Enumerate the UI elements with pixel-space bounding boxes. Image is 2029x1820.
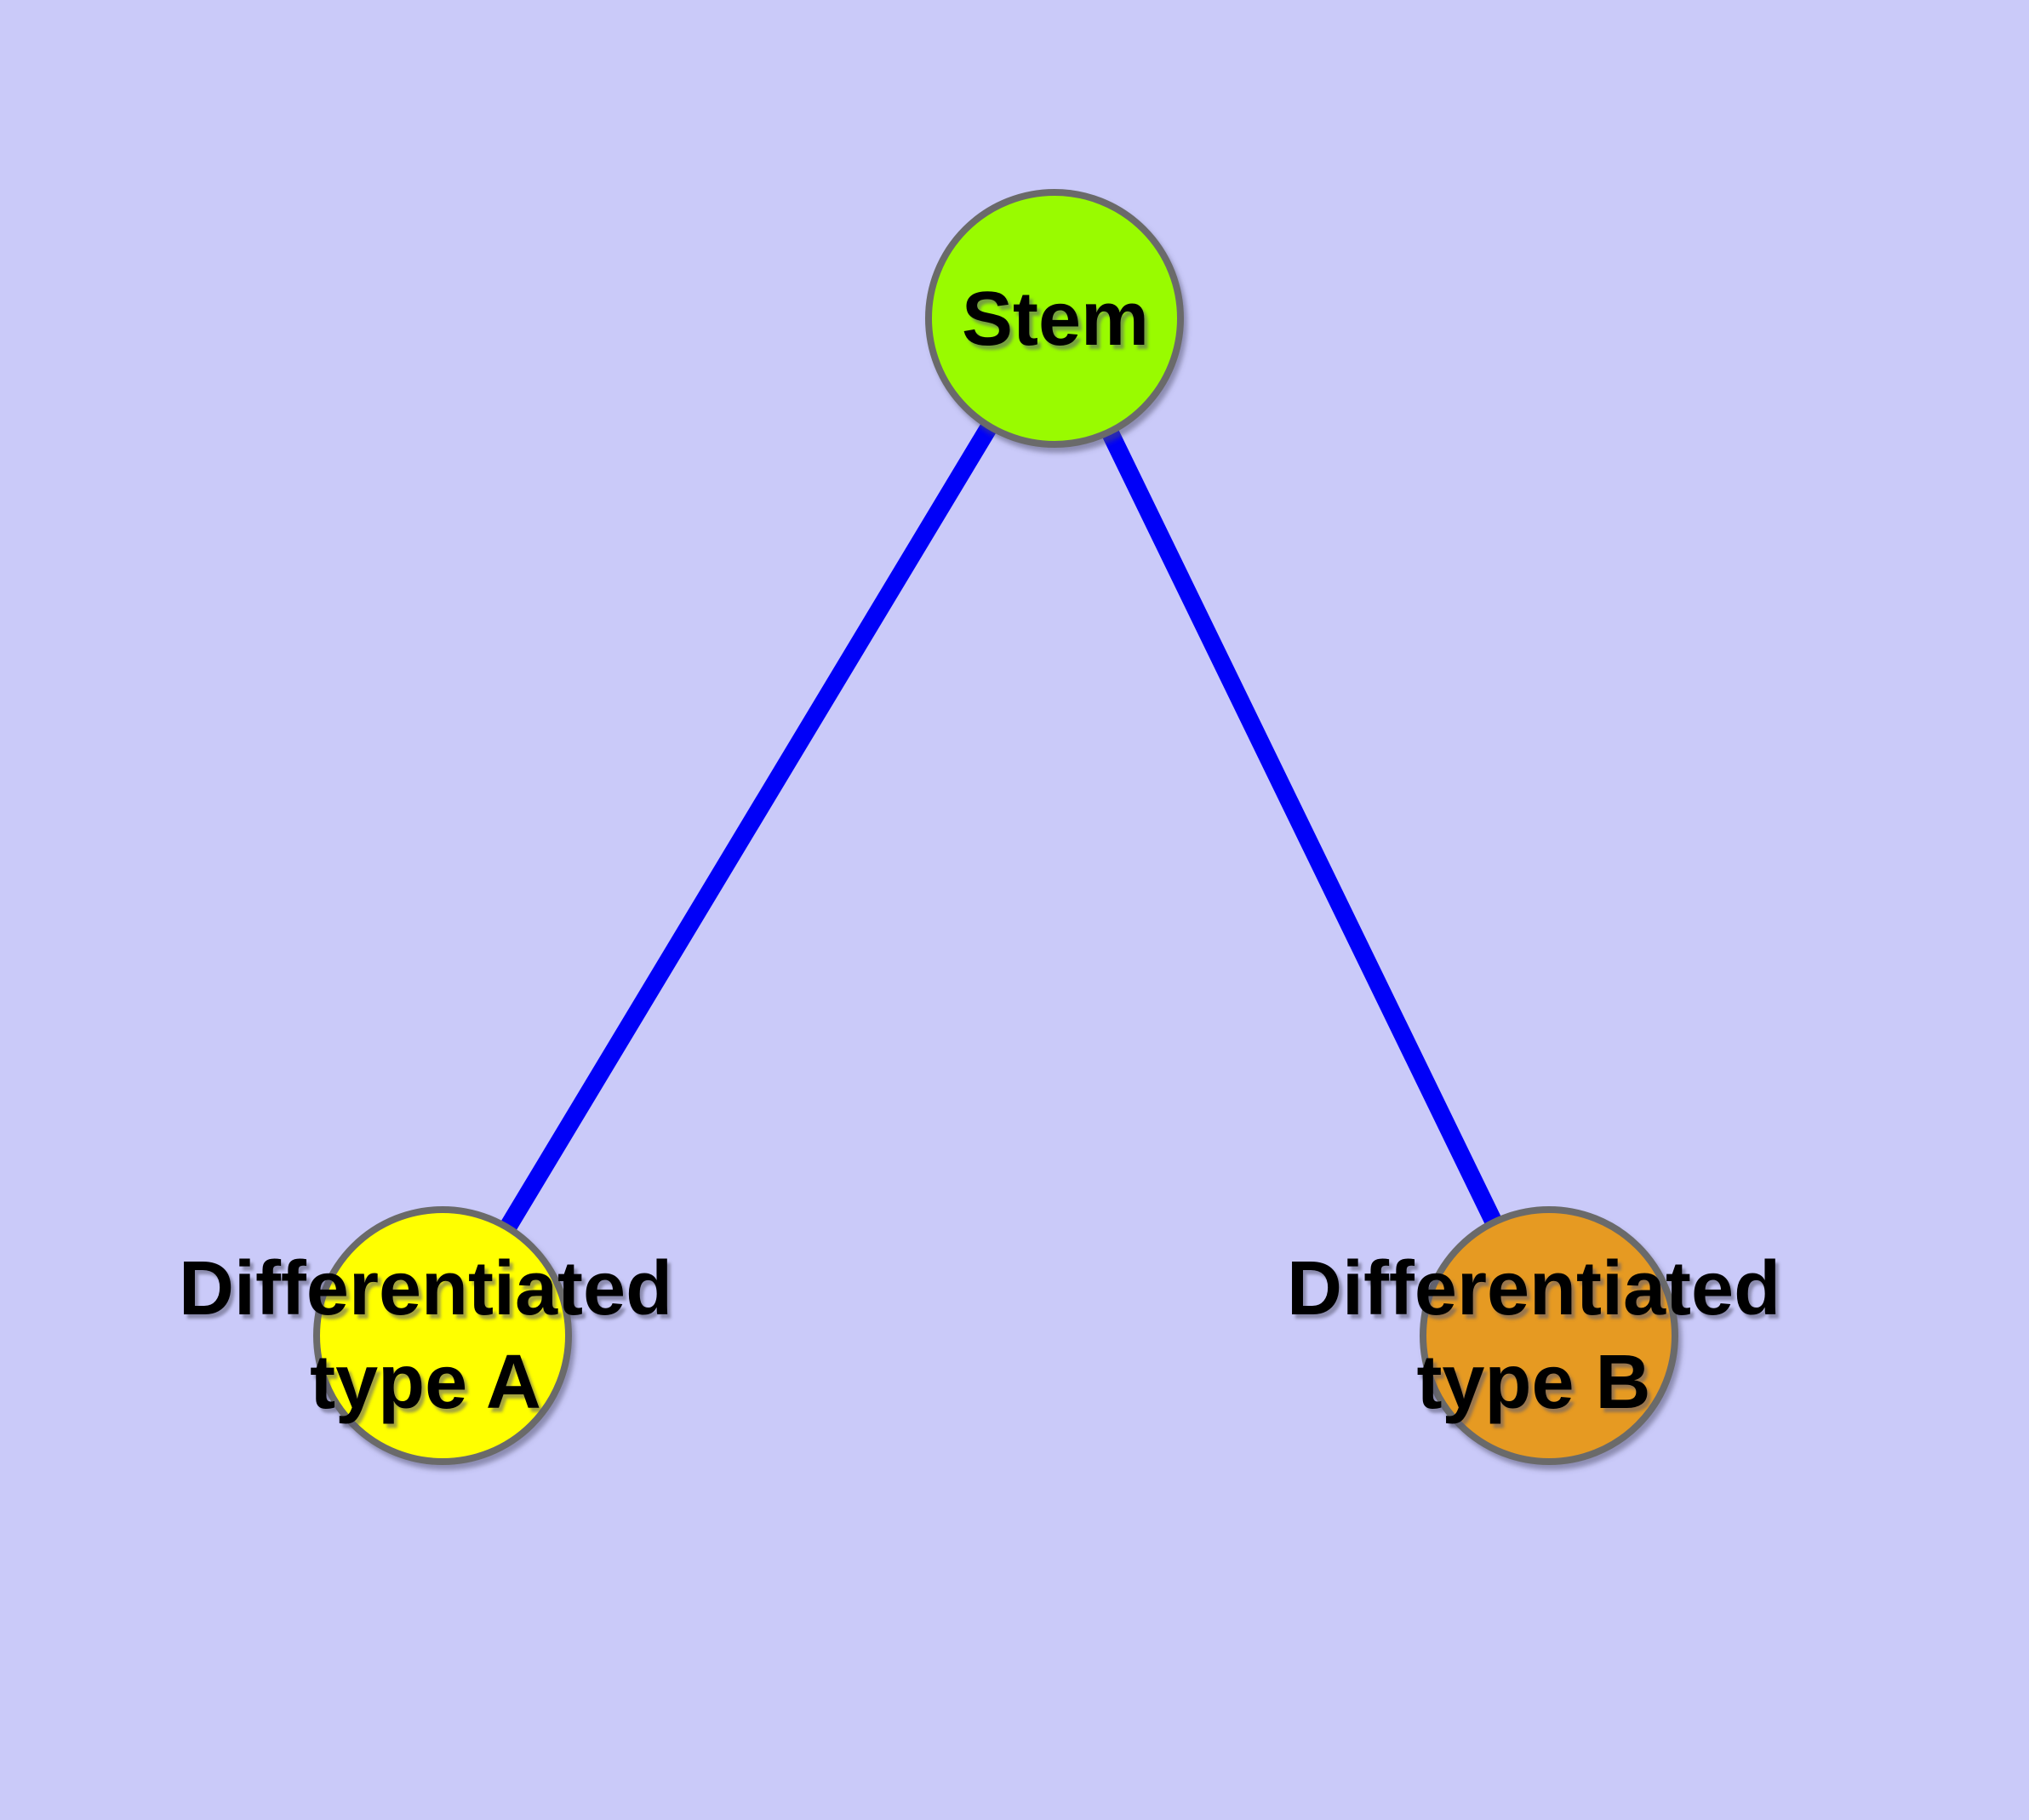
node-type-b-label-line1: Differentiated (1286, 1246, 1781, 1331)
node-stem-circle (925, 189, 1184, 448)
edge-stem-to-type-b (1045, 309, 1558, 1345)
node-type-a-label: Differentiated type A (179, 1242, 672, 1429)
edge-stem-to-type-a (433, 309, 1064, 1345)
node-type-b-label-line2: type B (1416, 1340, 1651, 1425)
node-type-b-label: Differentiated type B (1287, 1242, 1780, 1429)
node-type-a-circle (313, 1206, 572, 1465)
node-type-b-circle (1420, 1206, 1678, 1465)
node-type-a-label-line2: type A (310, 1340, 541, 1425)
node-stem-label-line1: Stem (961, 277, 1150, 362)
node-stem-label: Stem (962, 272, 1149, 366)
node-type-a-label-line1: Differentiated (178, 1246, 673, 1331)
